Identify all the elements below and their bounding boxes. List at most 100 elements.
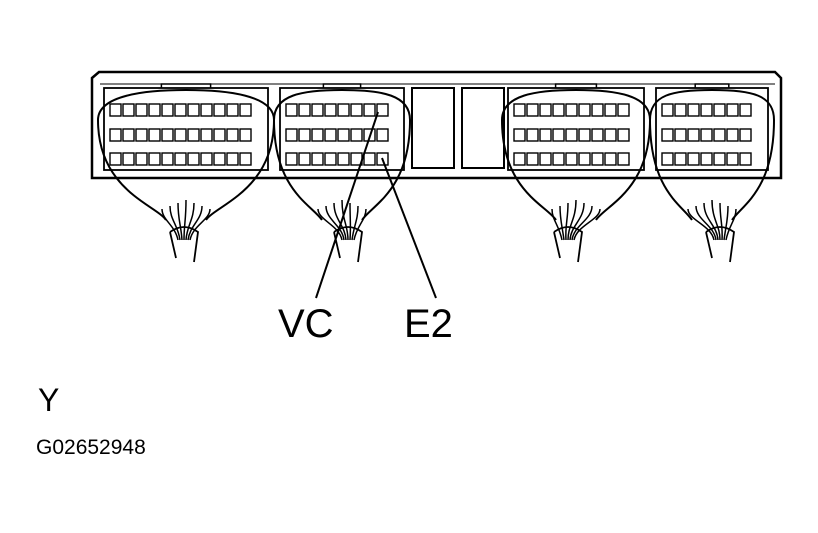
harness-wire — [565, 202, 569, 241]
harness-wire — [703, 202, 719, 241]
harness-wire — [573, 208, 601, 241]
terminal-pin — [526, 103, 539, 117]
terminal-pin — [726, 103, 739, 117]
terminal-pin — [161, 128, 174, 142]
harness-outline — [273, 119, 411, 221]
terminal-pin — [604, 152, 617, 166]
connector-1 — [97, 83, 275, 263]
terminal-pin — [213, 103, 226, 117]
terminal-pin — [122, 103, 135, 117]
terminal-pin — [109, 152, 122, 166]
terminal-pin — [539, 152, 552, 166]
terminal-pin — [617, 152, 630, 166]
terminal-pin — [285, 103, 298, 117]
harness-wire — [723, 205, 729, 241]
terminal-pin — [661, 152, 674, 166]
terminal-pin — [700, 128, 713, 142]
terminal-pin — [552, 152, 565, 166]
terminal-pin — [324, 128, 337, 142]
terminal-pin — [565, 103, 578, 117]
terminal-pin — [350, 128, 363, 142]
terminal-pin — [148, 128, 161, 142]
terminal-pin — [565, 152, 578, 166]
terminal-pin — [174, 152, 187, 166]
harness-wire — [551, 208, 563, 241]
terminal-pin — [200, 103, 213, 117]
terminal-pin — [578, 152, 591, 166]
connector-group — [97, 83, 775, 263]
harness-loop-top — [501, 88, 651, 121]
harness-loop-top — [273, 88, 411, 121]
harness-wire — [317, 208, 343, 241]
terminal-pin — [376, 128, 389, 142]
terminal-pin — [122, 152, 135, 166]
terminal-pin — [122, 128, 135, 142]
harness-wire — [711, 199, 721, 241]
harness-tail — [553, 226, 583, 263]
harness-outline — [97, 119, 275, 221]
terminal-pin — [591, 152, 604, 166]
terminal-pin — [161, 103, 174, 117]
vc-leader-line — [315, 111, 379, 299]
terminal-pin — [713, 152, 726, 166]
connector-latch — [554, 83, 598, 88]
terminal-pin — [350, 103, 363, 117]
terminal-pin — [687, 128, 700, 142]
terminal-pin — [324, 103, 337, 117]
center-block-right — [461, 87, 505, 169]
connector-latch — [160, 83, 212, 88]
terminal-pin — [213, 152, 226, 166]
terminal-pin — [109, 103, 122, 117]
terminal-pin — [661, 128, 674, 142]
harness-outline — [501, 119, 651, 221]
terminal-pin — [148, 103, 161, 117]
view-label: Y — [38, 382, 60, 418]
harness-wire — [341, 199, 349, 241]
harness-loop-top — [649, 88, 775, 121]
vc-terminal-label: VC — [278, 302, 334, 346]
terminal-pin — [726, 128, 739, 142]
terminal-pin — [739, 128, 752, 142]
terminal-pin — [337, 103, 350, 117]
terminal-pin — [713, 103, 726, 117]
terminal-pin — [376, 103, 389, 117]
harness-wire — [351, 205, 359, 241]
harness-wire — [353, 208, 367, 241]
terminal-pin — [687, 152, 700, 166]
terminal-pin — [298, 152, 311, 166]
terminal-pin — [187, 152, 200, 166]
harness-wire — [333, 202, 347, 241]
terminal-pin — [174, 128, 187, 142]
terminal-pin — [661, 103, 674, 117]
terminal-pin — [363, 103, 376, 117]
harness-wire — [185, 202, 195, 241]
terminal-pin — [135, 152, 148, 166]
connector-2 — [273, 83, 411, 263]
harness-wire — [183, 199, 187, 241]
harness-wire — [169, 205, 181, 241]
terminal-pin — [200, 128, 213, 142]
terminal-pin — [526, 152, 539, 166]
terminal-pin — [726, 152, 739, 166]
harness-loop-top — [97, 88, 275, 121]
harness-wire — [325, 205, 345, 241]
terminal-pin — [298, 128, 311, 142]
terminal-pin — [552, 128, 565, 142]
terminal-pin — [687, 103, 700, 117]
harness-wire — [725, 208, 737, 241]
terminal-pin — [135, 128, 148, 142]
terminal-pin — [539, 103, 552, 117]
harness-wire — [559, 205, 565, 241]
harness-tail — [169, 226, 199, 263]
terminal-pin — [337, 128, 350, 142]
harness-tail — [333, 226, 363, 263]
terminal-pin — [285, 152, 298, 166]
terminal-pin — [298, 103, 311, 117]
terminal-pin — [239, 128, 252, 142]
terminal-pin — [674, 103, 687, 117]
harness-outline — [649, 119, 775, 221]
terminal-pin — [311, 128, 324, 142]
terminal-pin — [239, 103, 252, 117]
connector-3 — [501, 83, 651, 263]
terminal-pin — [363, 152, 376, 166]
